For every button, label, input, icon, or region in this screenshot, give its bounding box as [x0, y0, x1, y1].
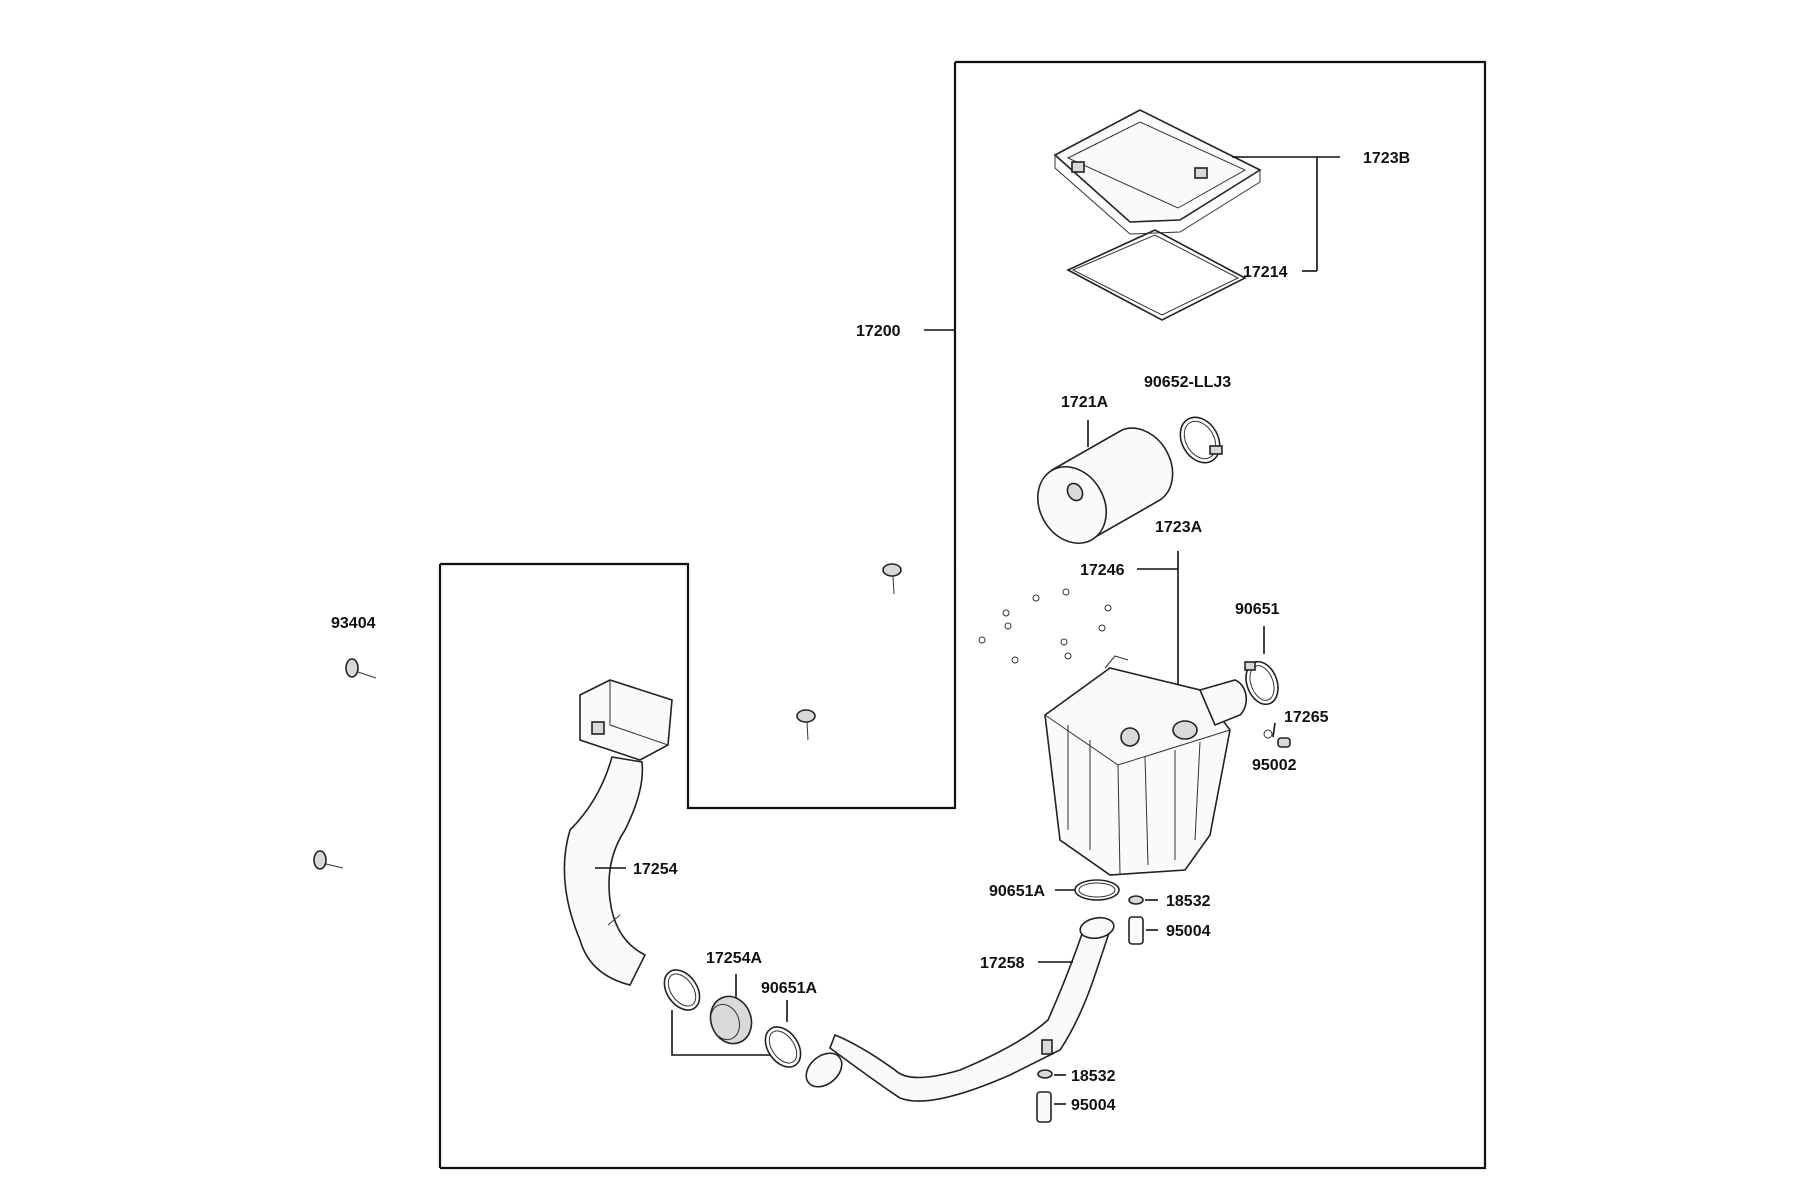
duct-clamp [663, 969, 701, 1011]
label-95002: 95002 [1252, 757, 1297, 774]
air-cleaner-lid [1053, 109, 1262, 235]
label-1723A: 1723A [1155, 519, 1203, 536]
housing-clamp [1244, 660, 1279, 706]
duct-coupler [709, 995, 753, 1045]
drain-tube [1128, 916, 1144, 945]
label-90652-LLJ3: 90652-LLJ3 [1144, 374, 1231, 391]
clip-set [978, 588, 1112, 664]
bolt-icon [796, 709, 816, 741]
bolt-icon [345, 658, 377, 679]
label-95004-upper: 95004 [1166, 923, 1211, 940]
label-17258: 17258 [980, 955, 1025, 972]
leader-bracket-clamps [671, 1010, 770, 1056]
label-90651A-upper: 90651A [989, 883, 1045, 900]
label-17265: 17265 [1284, 709, 1329, 726]
label-95004-lower: 95004 [1071, 1097, 1116, 1114]
label-1723B: 1723B [1363, 150, 1410, 167]
lid-gasket [1066, 229, 1247, 321]
label-1721A: 1721A [1061, 394, 1109, 411]
drain-fitting [1263, 722, 1291, 748]
drain-cap [1037, 1069, 1053, 1079]
label-18532-lower: 18532 [1071, 1068, 1116, 1085]
filter-clamp [1179, 416, 1223, 464]
label-90651: 90651 [1235, 601, 1280, 618]
label-17200: 17200 [856, 323, 901, 340]
label-93404: 93404 [331, 615, 376, 632]
drain-cap [1128, 895, 1144, 905]
assembly-frame [438, 60, 1487, 1170]
air-cleaner-housing [1044, 655, 1248, 876]
label-17214: 17214 [1243, 264, 1288, 281]
filter-element [1037, 420, 1174, 544]
bolt-icon [882, 563, 902, 595]
label-90651A-lower: 90651A [761, 980, 817, 997]
drain-tube [1036, 1091, 1052, 1123]
intake-duct-lower [805, 916, 1115, 1102]
label-17246: 17246 [1080, 562, 1125, 579]
bolt-icon [313, 850, 344, 870]
outlet-clamp [1074, 879, 1120, 901]
label-17254: 17254 [633, 861, 678, 878]
duct-clamp [764, 1026, 802, 1068]
intake-duct-upper [563, 679, 673, 986]
label-17254A: 17254A [706, 950, 762, 967]
label-18532-upper: 18532 [1166, 893, 1211, 910]
